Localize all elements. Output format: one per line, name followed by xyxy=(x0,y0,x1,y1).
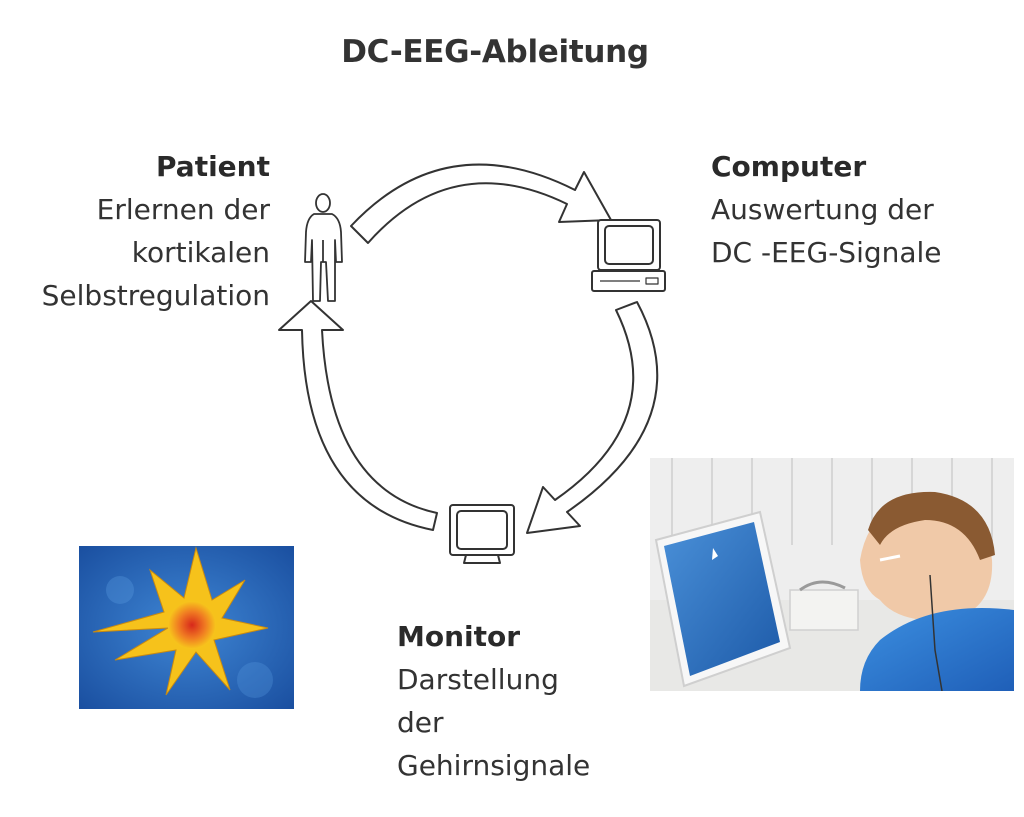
child-photo xyxy=(650,458,1014,691)
patient-line-2: kortikalen xyxy=(131,236,270,269)
sun-feedback-image xyxy=(79,546,294,709)
computer-icon xyxy=(591,219,666,292)
computer-line-2: DC -EEG-Signale xyxy=(711,236,942,269)
monitor-heading: Monitor xyxy=(397,620,521,653)
patient-heading: Patient xyxy=(156,150,270,183)
computer-line-1: Auswertung der xyxy=(711,193,934,226)
arrow-patient-to-computer xyxy=(350,163,612,244)
arrow-monitor-to-patient xyxy=(278,300,438,531)
monitor-line-3: Gehirnsignale xyxy=(397,749,591,782)
monitor-label: Monitor Darstellung der Gehirnsignale xyxy=(397,615,590,787)
computer-label: Computer Auswertung der DC -EEG-Signale xyxy=(711,145,942,274)
person-icon xyxy=(304,193,343,302)
patient-line-1: Erlernen der xyxy=(96,193,270,226)
arrow-computer-to-monitor xyxy=(526,301,659,534)
monitor-line-2: der xyxy=(397,706,444,739)
monitor-line-1: Darstellung xyxy=(397,663,559,696)
monitor-icon xyxy=(449,504,515,564)
patient-line-3: Selbstregulation xyxy=(41,279,270,312)
patient-label: Patient Erlernen der kortikalen Selbstre… xyxy=(42,145,270,317)
diagram-title: DC-EEG-Ableitung xyxy=(341,34,649,70)
computer-heading: Computer xyxy=(711,150,867,183)
